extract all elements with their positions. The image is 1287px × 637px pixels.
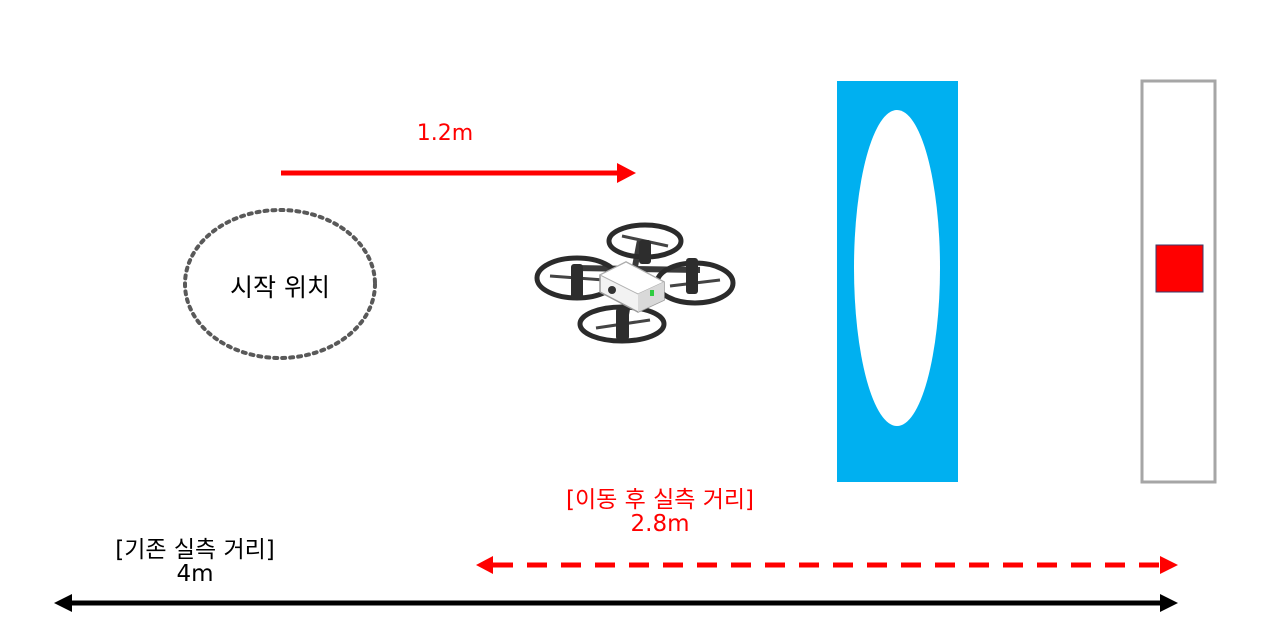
gate-opening xyxy=(854,110,940,426)
forward-distance-label: 1.2m xyxy=(416,121,474,146)
after-move-measure-distance: 2.8m xyxy=(630,511,690,537)
original-distance-arrow xyxy=(54,594,1178,612)
after-move-distance-arrow xyxy=(476,556,1178,574)
original-measure-distance: 4m xyxy=(176,561,214,587)
start-position-circle xyxy=(183,208,377,360)
target-marker xyxy=(1155,244,1204,293)
drone-icon xyxy=(534,222,736,344)
original-measure-title: [기존 실측 거리] xyxy=(115,537,275,563)
start-position-label: 시작 위치 xyxy=(230,273,330,302)
forward-move-arrow xyxy=(281,163,636,183)
after-move-measure-title: [이동 후 실측 거리] xyxy=(566,487,754,513)
